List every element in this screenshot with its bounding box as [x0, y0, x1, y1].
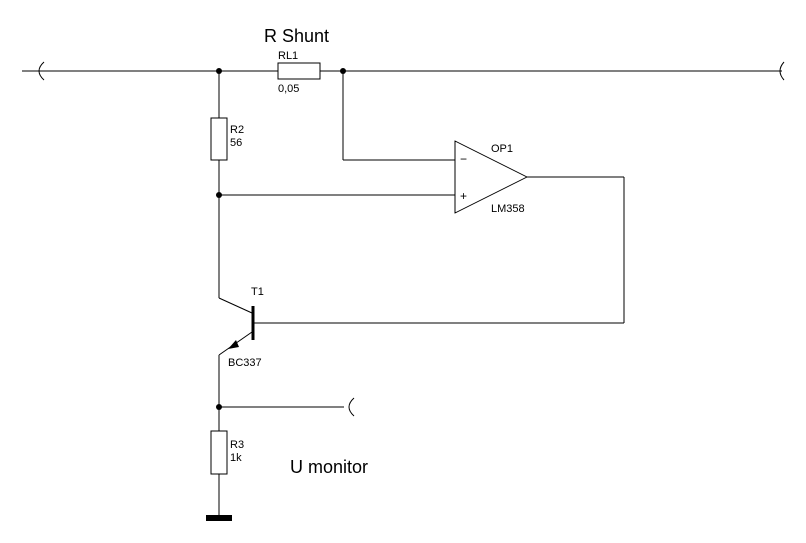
rl1-ref: RL1	[278, 50, 298, 62]
r3-value: 1k	[230, 452, 242, 464]
monitor-label: U monitor	[290, 457, 368, 477]
resistor-r3	[210, 430, 228, 475]
op1-part: LM358	[491, 203, 525, 215]
right-terminal-connector	[779, 61, 785, 81]
r2-value: 56	[230, 137, 242, 149]
monitor-terminal-connector	[348, 397, 355, 417]
r3-ref: R3	[230, 439, 244, 451]
left-terminal-connector	[38, 61, 45, 81]
opamp-inverting-pin: −	[460, 152, 467, 166]
ground-symbol	[206, 515, 232, 521]
shunt-resistor-rl1	[277, 62, 321, 80]
resistor-r2	[210, 117, 228, 161]
t1-part: BC337	[228, 357, 262, 369]
opamp-op1	[454, 140, 529, 214]
t1-ref: T1	[251, 286, 264, 298]
transistor-emitter-arrow	[228, 340, 239, 349]
opamp-noninverting-pin: +	[460, 189, 467, 203]
r2-ref: R2	[230, 124, 244, 136]
shunt-title: R Shunt	[264, 26, 329, 46]
rl1-value: 0,05	[278, 83, 299, 95]
op1-ref: OP1	[491, 143, 513, 155]
transistor-collector	[218, 297, 253, 314]
